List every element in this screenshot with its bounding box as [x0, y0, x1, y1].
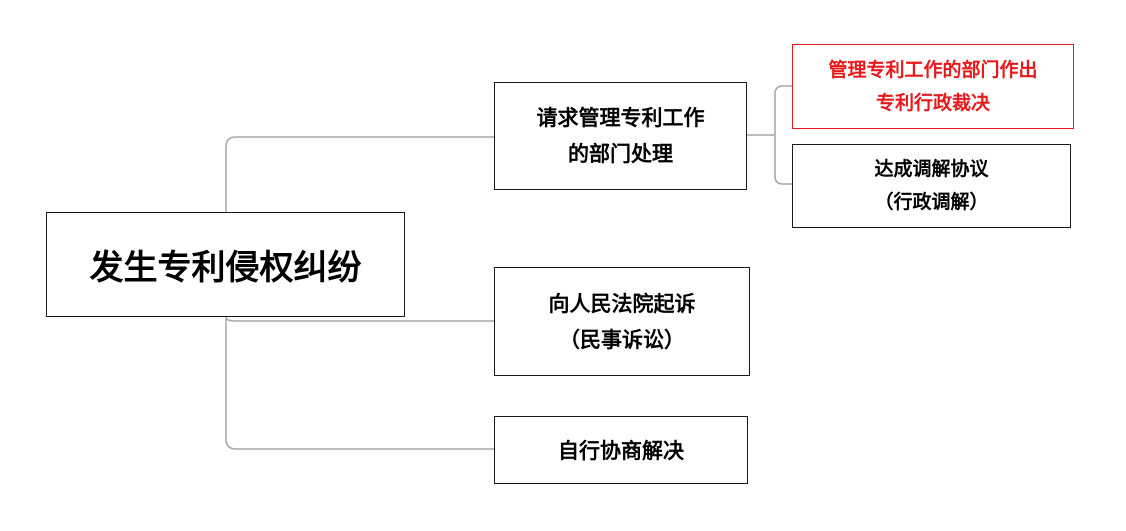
- branch-node-line: 请求管理专利工作: [536, 106, 705, 130]
- child-node-line: 达成调解协议: [874, 158, 989, 180]
- child-node-line: （行政调解）: [874, 191, 989, 213]
- branch-node-court-suit: 向人民法院起诉 （民事诉讼）: [494, 267, 750, 376]
- branch-node-self-negotiation: 自行协商解决: [494, 416, 748, 484]
- child-node-admin-ruling: 管理专利工作的部门作出 专利行政裁决: [792, 44, 1074, 129]
- child-node-mediation: 达成调解协议 （行政调解）: [792, 144, 1071, 228]
- branch-node-line: 自行协商解决: [558, 439, 684, 463]
- connector-b1-child-2: [774, 135, 792, 185]
- child-node-line: 专利行政裁决: [875, 91, 990, 114]
- connector-root-branch-3: [225, 317, 494, 450]
- branch-node-line: （民事诉讼）: [559, 327, 685, 352]
- connector-b1-child-1: [774, 85, 792, 135]
- connector-root-branch-2: [225, 316, 494, 322]
- branch-node-line: 向人民法院起诉: [548, 291, 696, 316]
- root-node-label: 发生专利侵权纠纷: [89, 248, 362, 288]
- branch-node-line: 的部门处理: [568, 142, 673, 166]
- child-node-line: 管理专利工作的部门作出: [828, 58, 1038, 81]
- root-node: 发生专利侵权纠纷: [46, 212, 405, 317]
- branch-node-admin-request: 请求管理专利工作 的部门处理: [494, 82, 747, 190]
- connector-root-trunk: [225, 136, 494, 212]
